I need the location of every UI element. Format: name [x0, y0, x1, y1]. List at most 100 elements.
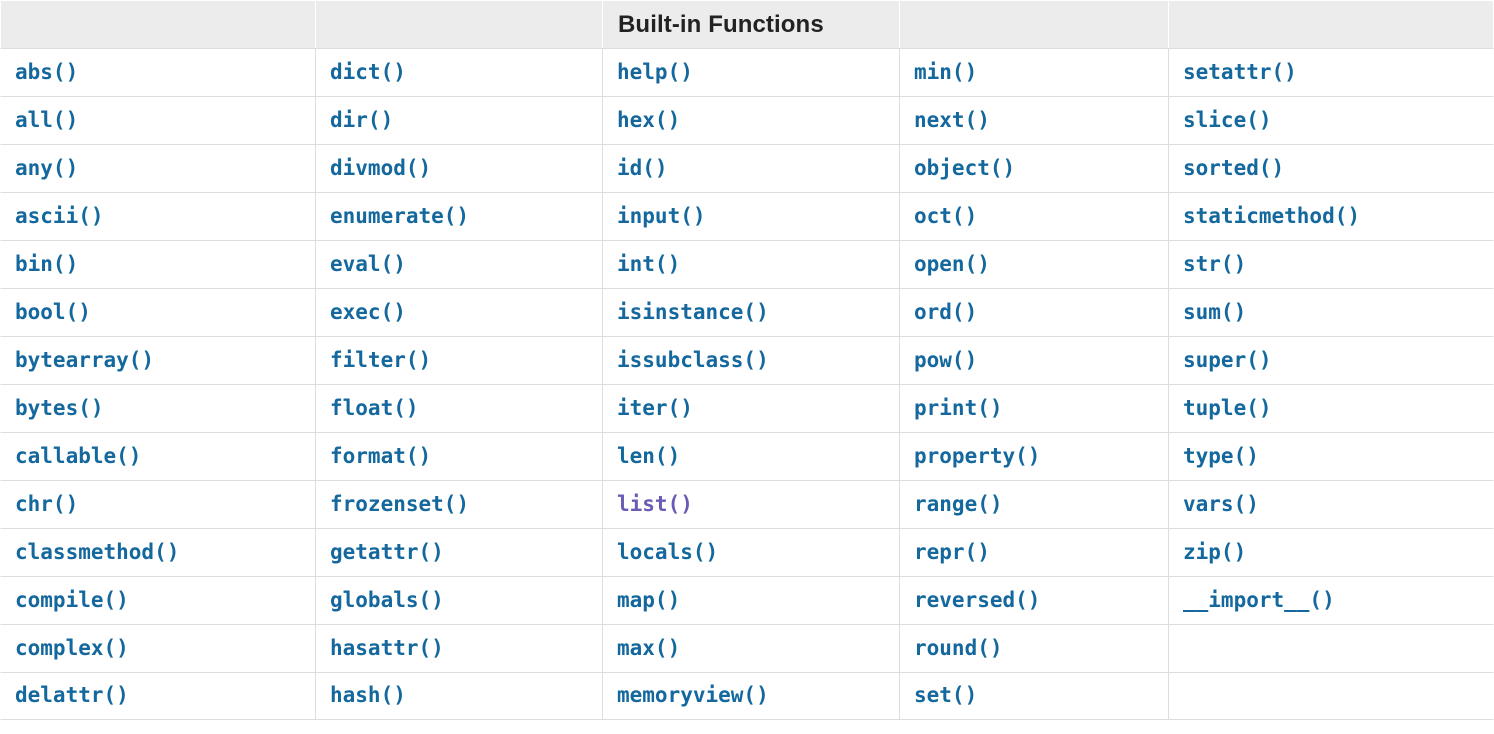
- builtin-function-link[interactable]: tuple(): [1183, 395, 1272, 420]
- table-row: complex() hasattr() max() round(): [0, 624, 1494, 672]
- table-cell: enumerate(): [315, 192, 602, 240]
- builtin-function-link[interactable]: float(): [330, 395, 419, 420]
- builtin-function-link[interactable]: getattr(): [330, 539, 444, 564]
- table-cell: list(): [602, 480, 899, 528]
- builtin-function-link[interactable]: frozenset(): [330, 491, 470, 516]
- builtin-function-link[interactable]: __import__(): [1183, 587, 1335, 612]
- table-cell: all(): [0, 96, 315, 144]
- builtin-function-link[interactable]: bytes(): [15, 395, 104, 420]
- builtin-function-link[interactable]: hash(): [330, 683, 406, 707]
- table-cell: map(): [602, 576, 899, 624]
- table-row: bin() eval() int() open() str(): [0, 240, 1494, 288]
- builtin-function-link[interactable]: globals(): [330, 587, 444, 612]
- builtin-function-link[interactable]: vars(): [1183, 491, 1259, 516]
- builtin-function-link[interactable]: memoryview(): [617, 683, 769, 707]
- builtin-function-link[interactable]: range(): [914, 491, 1003, 516]
- builtin-function-link[interactable]: enumerate(): [330, 203, 470, 228]
- builtin-function-link[interactable]: ord(): [914, 299, 978, 324]
- builtin-function-link[interactable]: input(): [617, 203, 706, 228]
- header-cell-2: [315, 0, 602, 48]
- builtin-function-link[interactable]: list(): [617, 491, 693, 516]
- builtin-function-link[interactable]: sum(): [1183, 299, 1247, 324]
- table-cell: bytearray(): [0, 336, 315, 384]
- builtin-function-link[interactable]: len(): [617, 443, 681, 468]
- table-cell: locals(): [602, 528, 899, 576]
- table-cell: len(): [602, 432, 899, 480]
- table-row: classmethod() getattr() locals() repr() zip(…: [0, 528, 1494, 576]
- builtin-function-link[interactable]: reversed(): [914, 587, 1041, 612]
- table-cell: hex(): [602, 96, 899, 144]
- builtin-function-link[interactable]: abs(): [15, 59, 79, 84]
- builtin-function-link[interactable]: min(): [914, 59, 978, 84]
- table-cell: getattr(): [315, 528, 602, 576]
- empty-cell: [1168, 624, 1494, 672]
- builtin-function-link[interactable]: setattr(): [1183, 59, 1297, 84]
- builtin-function-link[interactable]: open(): [914, 251, 990, 276]
- table-row: bytearray() filter() issubclass() pow() supe…: [0, 336, 1494, 384]
- builtin-function-link[interactable]: id(): [617, 155, 668, 180]
- builtin-function-link[interactable]: classmethod(): [15, 539, 180, 564]
- table-cell: format(): [315, 432, 602, 480]
- table-cell: eval(): [315, 240, 602, 288]
- builtin-function-link[interactable]: bytearray(): [15, 347, 155, 372]
- table-cell: vars(): [1168, 480, 1494, 528]
- builtin-function-link[interactable]: pow(): [914, 347, 978, 372]
- table-row: chr() frozenset() list() range() vars(): [0, 480, 1494, 528]
- builtin-function-link[interactable]: set(): [914, 683, 978, 707]
- builtin-function-link[interactable]: locals(): [617, 539, 719, 564]
- table-cell: staticmethod(): [1168, 192, 1494, 240]
- builtin-function-link[interactable]: divmod(): [330, 155, 432, 180]
- builtin-function-link[interactable]: type(): [1183, 443, 1259, 468]
- builtin-function-link[interactable]: round(): [914, 635, 1003, 660]
- table-cell: min(): [899, 48, 1168, 96]
- table-row: abs() dict() help() min() setattr(): [0, 48, 1494, 96]
- table-cell: open(): [899, 240, 1168, 288]
- table-cell: iter(): [602, 384, 899, 432]
- builtin-function-link[interactable]: print(): [914, 395, 1003, 420]
- builtin-function-link[interactable]: delattr(): [15, 683, 129, 707]
- builtin-function-link[interactable]: max(): [617, 635, 681, 660]
- table-cell: bytes(): [0, 384, 315, 432]
- table-cell: __import__(): [1168, 576, 1494, 624]
- builtin-function-link[interactable]: hasattr(): [330, 635, 444, 660]
- builtin-function-link[interactable]: super(): [1183, 347, 1272, 372]
- builtin-function-link[interactable]: zip(): [1183, 539, 1247, 564]
- builtin-function-link[interactable]: dir(): [330, 107, 394, 132]
- builtin-function-link[interactable]: str(): [1183, 251, 1247, 276]
- table-cell: object(): [899, 144, 1168, 192]
- builtin-function-link[interactable]: chr(): [15, 491, 79, 516]
- builtin-function-link[interactable]: help(): [617, 59, 693, 84]
- builtin-function-link[interactable]: map(): [617, 587, 681, 612]
- builtin-function-link[interactable]: bool(): [15, 299, 91, 324]
- builtin-function-link[interactable]: filter(): [330, 347, 432, 372]
- builtin-function-link[interactable]: bin(): [15, 251, 79, 276]
- builtin-function-link[interactable]: repr(): [914, 539, 990, 564]
- builtin-function-link[interactable]: slice(): [1183, 107, 1272, 132]
- builtin-function-link[interactable]: isinstance(): [617, 299, 769, 324]
- table-cell: super(): [1168, 336, 1494, 384]
- builtin-function-link[interactable]: int(): [617, 251, 681, 276]
- builtin-function-link[interactable]: staticmethod(): [1183, 203, 1361, 228]
- table-cell: round(): [899, 624, 1168, 672]
- builtin-function-link[interactable]: exec(): [330, 299, 406, 324]
- builtin-function-link[interactable]: iter(): [617, 395, 693, 420]
- builtin-function-link[interactable]: compile(): [15, 587, 129, 612]
- builtin-function-link[interactable]: complex(): [15, 635, 129, 660]
- table-cell: dir(): [315, 96, 602, 144]
- builtin-function-link[interactable]: callable(): [15, 443, 142, 468]
- builtin-function-link[interactable]: object(): [914, 155, 1016, 180]
- table-cell: type(): [1168, 432, 1494, 480]
- builtin-function-link[interactable]: all(): [15, 107, 79, 132]
- builtin-function-link[interactable]: next(): [914, 107, 990, 132]
- builtin-function-link[interactable]: sorted(): [1183, 155, 1285, 180]
- builtin-function-link[interactable]: property(): [914, 443, 1041, 468]
- builtin-function-link[interactable]: eval(): [330, 251, 406, 276]
- builtin-function-link[interactable]: issubclass(): [617, 347, 769, 372]
- builtin-function-link[interactable]: hex(): [617, 107, 681, 132]
- builtin-function-link[interactable]: ascii(): [15, 203, 104, 228]
- table-cell: callable(): [0, 432, 315, 480]
- builtin-function-link[interactable]: dict(): [330, 59, 406, 84]
- builtin-function-link[interactable]: format(): [330, 443, 432, 468]
- builtin-function-link[interactable]: any(): [15, 155, 79, 180]
- builtin-function-link[interactable]: oct(): [914, 203, 978, 228]
